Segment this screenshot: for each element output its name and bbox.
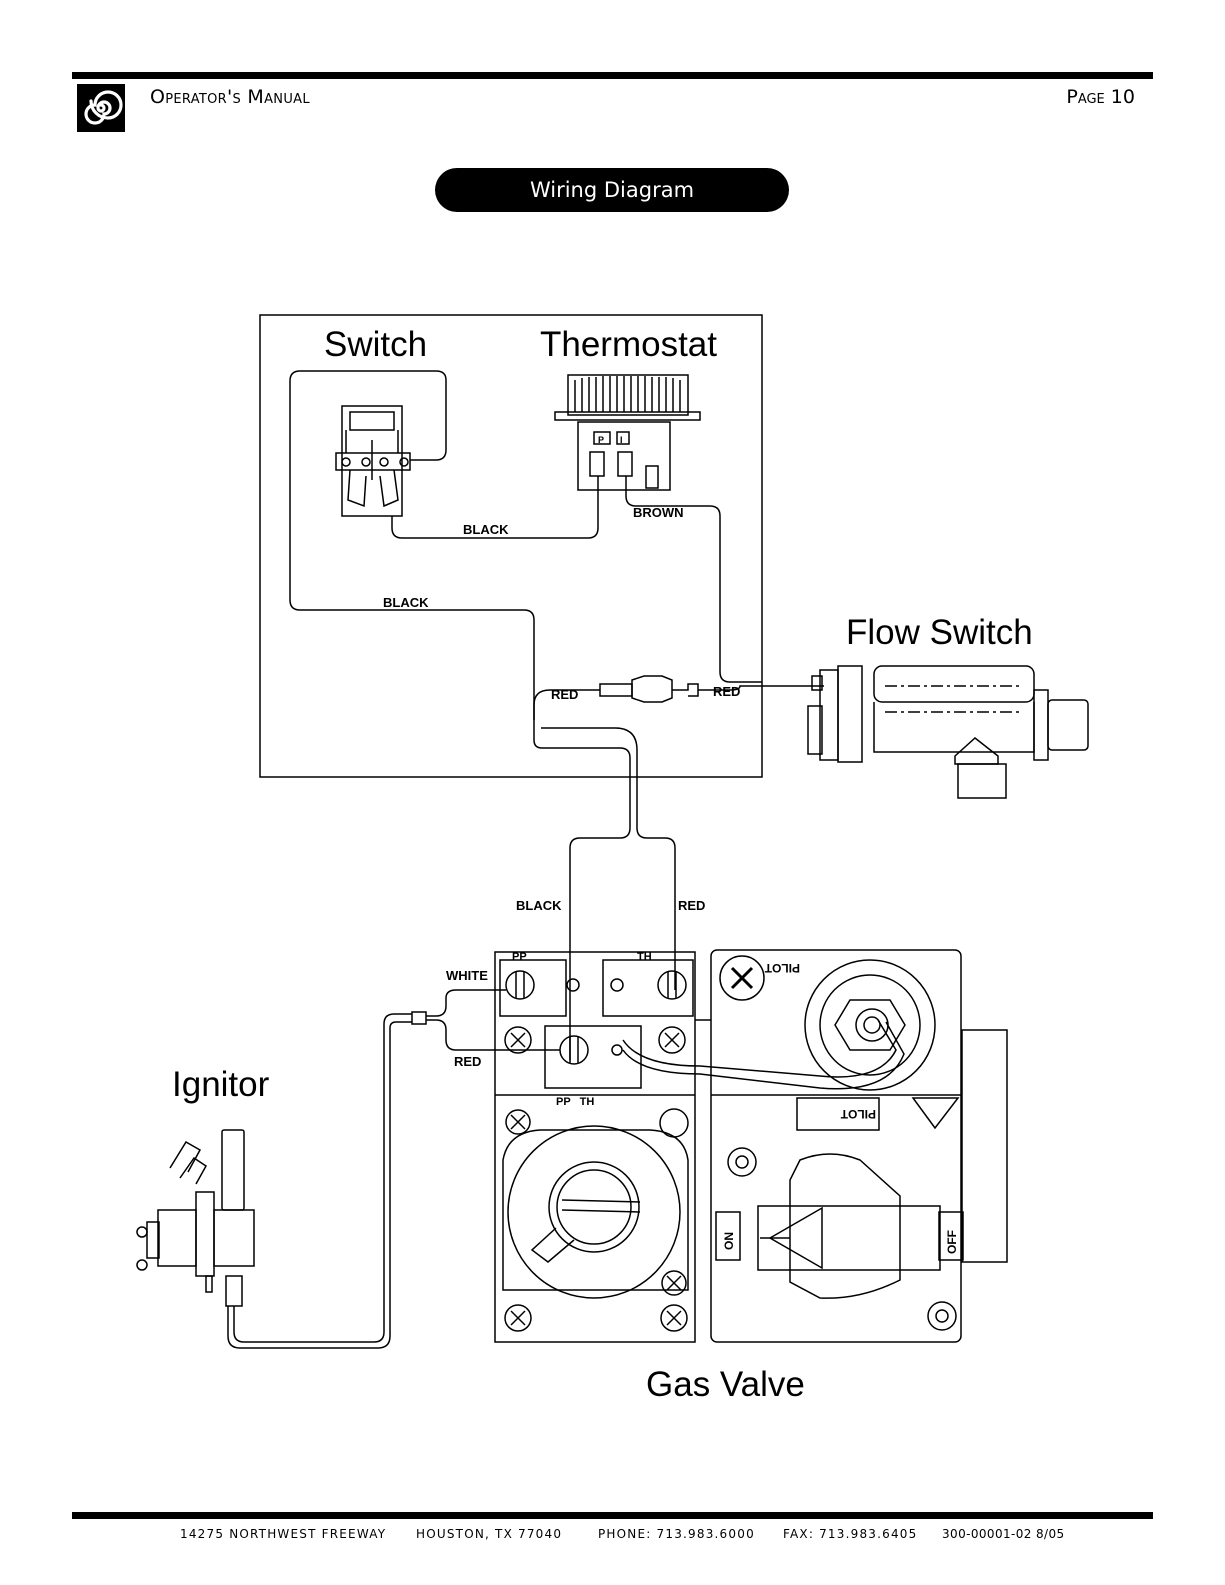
wire-label-red: RED (678, 898, 705, 913)
footer-rule (72, 1512, 1153, 1519)
thermostat-terminal-p: P (598, 435, 604, 445)
wire-label-black: BLACK (463, 522, 509, 537)
wire-label-red: RED (713, 684, 740, 699)
on-label: ON (722, 1232, 736, 1250)
wire-label-black: BLACK (516, 898, 562, 913)
switch-component (336, 406, 410, 516)
flow-switch-label: Flow Switch (846, 613, 1033, 652)
footer-phone: PHONE: 713.983.6000 (598, 1527, 755, 1541)
thermostat-terminal-i: I (620, 435, 623, 445)
terminal-pp-th-label: PP TH (556, 1096, 594, 1108)
flow-switch-component (808, 666, 1088, 798)
thermostat-component (555, 375, 700, 490)
wire-label-red: RED (551, 687, 578, 702)
pilot-rotated-label: PILOT (764, 961, 800, 975)
footer-doc-number: 300-00001-02 8/05 (942, 1527, 1065, 1541)
footer-fax: FAX: 713.983.6405 (783, 1527, 917, 1541)
control-box (260, 315, 762, 777)
footer-city: HOUSTON, TX 77040 (416, 1527, 562, 1541)
ignitor-label: Ignitor (172, 1065, 270, 1104)
ignitor-component (137, 1130, 254, 1306)
gas-valve-component (495, 950, 1007, 1342)
terminal-pp-label: PP (512, 951, 527, 963)
wire-label-black: BLACK (383, 595, 429, 610)
footer-address: 14275 NORTHWEST FREEWAY (180, 1527, 386, 1541)
off-label: OFF (945, 1230, 959, 1254)
switch-label: Switch (324, 325, 427, 364)
wire-label-brown: BROWN (633, 505, 684, 520)
terminal-th-label: TH (637, 951, 652, 963)
thermostat-label: Thermostat (540, 325, 717, 364)
wire-label-white: WHITE (446, 968, 488, 983)
gas-valve-label: Gas Valve (646, 1365, 805, 1404)
wire-label-red: RED (454, 1054, 481, 1069)
pilot-label: PILOT (840, 1107, 876, 1121)
